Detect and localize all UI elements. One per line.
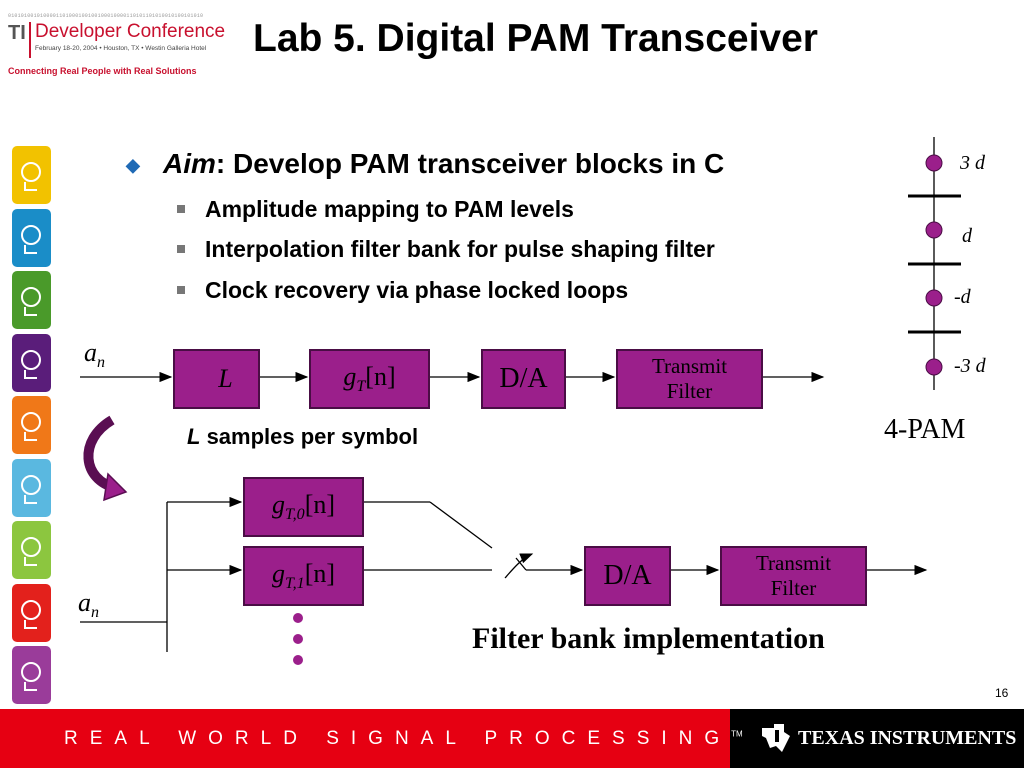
head-profile-icon xyxy=(12,146,51,204)
gear-head-icon xyxy=(12,333,51,392)
diamond-bullet-icon: ◆ xyxy=(126,155,140,175)
da-converter-block: D/A xyxy=(481,349,566,409)
page-number: 16 xyxy=(995,686,1009,700)
wireless-head-icon xyxy=(12,583,51,642)
input-symbol-an: an xyxy=(84,338,105,372)
logo-ti: TI xyxy=(8,22,26,44)
footer-red-bar xyxy=(0,709,730,768)
square-bullet-icon xyxy=(177,286,185,294)
lightbulb-head-icon xyxy=(12,271,51,329)
pam-point xyxy=(925,358,943,376)
square-bullet-icon xyxy=(177,205,185,213)
g0-switch-contact xyxy=(429,501,493,549)
samples-caption: L samples per symbol xyxy=(187,424,419,449)
pam-level-label: 3 d xyxy=(960,152,985,174)
aim-text: : Develop PAM transceiver blocks in C xyxy=(215,148,725,179)
pam-level-label: d xyxy=(962,225,972,247)
pam-label: 4-PAM xyxy=(884,414,966,445)
ti-logo-icon xyxy=(762,724,790,752)
commutator-switch-icon xyxy=(504,553,534,579)
documents-icon xyxy=(12,208,51,267)
logo-binary-strip: 0101010010100001101000100100100010000110… xyxy=(8,13,204,19)
recycle-icon xyxy=(12,646,51,704)
input-symbol-an-2: an xyxy=(78,588,99,622)
filter-bank-caption: Filter bank implementation xyxy=(472,622,825,655)
footer-tagline: REAL WORLD SIGNAL PROCESSINGTM xyxy=(64,728,743,749)
slide-title: Lab 5. Digital PAM Transceiver xyxy=(253,17,818,60)
lock-icon xyxy=(12,521,51,579)
polyphase-filter-1-block: gT,1[n] xyxy=(243,546,364,606)
pam-point xyxy=(925,289,943,307)
polyphase-filter-0-block: gT,0[n] xyxy=(243,477,364,537)
aim-label: Aim xyxy=(163,148,216,179)
pam-level-label: -d xyxy=(954,286,971,308)
da-converter-block-2: D/A xyxy=(584,546,671,606)
footer-company: TEXAS INSTRUMENTS xyxy=(798,727,1017,749)
sound-wave-head-icon xyxy=(12,396,51,454)
pulse-shaping-filter-block: gT[n] xyxy=(309,349,430,409)
ellipsis-dot xyxy=(293,655,303,665)
pam-point xyxy=(925,221,943,239)
ellipsis-dot xyxy=(293,634,303,644)
ellipsis-dot xyxy=(293,613,303,623)
logo-tagline: Connecting Real People with Real Solutio… xyxy=(8,66,197,76)
logo-divider xyxy=(29,22,31,58)
upsample-block: L xyxy=(173,349,260,409)
chat-head-icon xyxy=(12,458,51,517)
logo-details: February 18-20, 2004 • Houston, TX • Wes… xyxy=(35,45,207,52)
pam-level-label: -3 d xyxy=(954,355,986,377)
logo-conference: Developer Conference xyxy=(35,21,226,42)
pam-point xyxy=(925,154,943,172)
square-bullet-icon xyxy=(177,245,185,253)
